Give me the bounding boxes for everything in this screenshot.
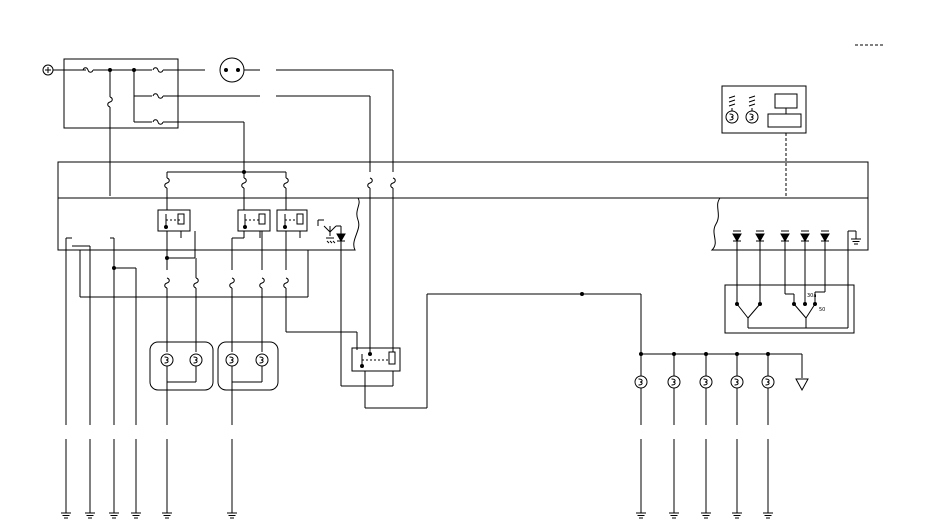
connector-icon: [259, 277, 265, 289]
diode-icon: [732, 233, 742, 242]
ground-icon: [850, 230, 862, 245]
lamp-icon: [225, 353, 239, 367]
fuse-icon: [152, 119, 164, 125]
connector-icon: [229, 277, 235, 289]
connector-icon: [164, 177, 170, 189]
lamp-icon: [634, 375, 648, 389]
connector-icon: [283, 277, 289, 289]
ground-icon: [700, 504, 712, 519]
fuse-icon: [152, 67, 164, 73]
transistor-icon: [317, 219, 341, 244]
ground-icon: [668, 504, 680, 519]
control-unit-lower-left: [57, 197, 360, 251]
buzzer-icon: [795, 378, 809, 392]
lamp-icon: [730, 375, 744, 389]
ground-icon: [635, 504, 647, 519]
lamp-icon: [667, 375, 681, 389]
diode-icon: [755, 233, 765, 242]
control-unit-lower-right: [710, 197, 869, 251]
fuse-box: [63, 58, 179, 129]
diode-icon: [800, 233, 810, 242]
ground-icon: [762, 504, 774, 519]
lamp-icon: [761, 375, 775, 389]
diode-icon: [820, 233, 830, 242]
ground-icon: [161, 504, 173, 519]
battery-positive-icon: [42, 64, 54, 76]
connector-icon: [283, 177, 289, 189]
ground-icon: [84, 504, 96, 519]
connector-icon: [367, 177, 373, 189]
connector-icon: [241, 177, 247, 189]
control-unit-upper: [57, 161, 869, 199]
connector-icon: [164, 277, 170, 289]
lamp-icon: [699, 375, 713, 389]
lamp-housing-right: [217, 341, 279, 391]
connector-icon: [390, 177, 396, 189]
ground-icon: [60, 504, 72, 519]
terminal-label-30a: 30a: [807, 293, 816, 299]
instrument-box: [721, 85, 807, 134]
lamp-icon: [189, 353, 203, 367]
lamp-icon: [725, 110, 739, 124]
lamp-icon: [160, 353, 174, 367]
fuse-icon: [107, 96, 113, 108]
ignition-switch-icon: [219, 57, 245, 83]
relay-icon: [157, 209, 191, 232]
lamp-housing-left: [149, 341, 214, 391]
relay-icon: [276, 209, 308, 232]
ground-icon: [108, 504, 120, 519]
relay-icon: [351, 347, 401, 372]
switch-box: [724, 284, 855, 334]
ground-icon: [226, 504, 238, 519]
connector-icon: [193, 277, 199, 289]
relay-icon: [237, 209, 271, 232]
ground-icon: [731, 504, 743, 519]
lamp-icon: [745, 110, 759, 124]
diode-icon: [336, 233, 346, 242]
fuse-icon: [152, 93, 164, 99]
diode-icon: [780, 233, 790, 242]
lamp-icon: [255, 353, 269, 367]
terminal-label-50: 50: [819, 307, 825, 313]
ground-icon: [130, 504, 142, 519]
